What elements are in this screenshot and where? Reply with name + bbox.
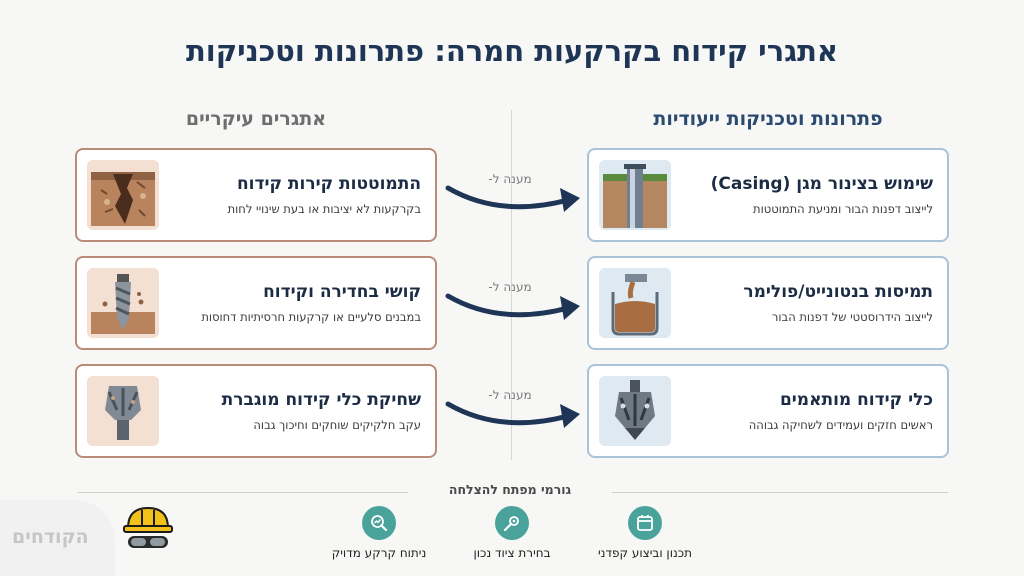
drill-bit-icon	[87, 268, 159, 338]
calendar-icon	[628, 506, 662, 540]
arrow-label: מענה ל-	[488, 172, 532, 186]
challenge-title: שחיקת כלי קידוח מוגברת	[221, 390, 421, 410]
solutions-heading: פתרונות וטכניקות ייעודיות	[653, 108, 883, 130]
solution-title: תמיסות בנטונייט/פולימר	[743, 282, 933, 302]
success-factor: תכנון וביצוע קפדני	[565, 506, 725, 560]
solution-subtitle: לייצוב דפנות הבור ומניעת התמוטטות	[753, 202, 933, 216]
factor-label: בחירת ציוד נכון	[473, 546, 551, 560]
solution-subtitle: לייצוב הידרוסטטי של דפנות הבור	[771, 310, 933, 324]
magnifier-chart-icon	[362, 506, 396, 540]
challenge-subtitle: במבנים סלעיים או קרקעות חרסיתיות דחוסות	[201, 310, 421, 324]
collapsing-borehole-icon	[87, 160, 159, 230]
solution-subtitle: ראשים חזקים ועמידים לשחיקה גבוהה	[748, 418, 933, 432]
solution-card: שימוש בצינור מגן (Casing) לייצוב דפנות ה…	[587, 148, 949, 242]
brand-background	[0, 500, 115, 576]
challenge-card: קושי בחדירה וקידוח במבנים סלעיים או קרקע…	[75, 256, 437, 350]
solution-title: שימוש בצינור מגן (Casing)	[710, 174, 933, 194]
challenge-card: שחיקת כלי קידוח מוגברת עקב חלקיקים שוחקי…	[75, 364, 437, 458]
slurry-pour-icon	[599, 268, 671, 338]
success-factor: בחירת ציוד נכון	[432, 506, 592, 560]
footer-title: גורמי מפתח להצלחה	[448, 482, 572, 497]
factor-label: תכנון וביצוע קפדני	[597, 546, 693, 560]
worn-tool-icon	[87, 376, 159, 446]
arrow-label: מענה ל-	[488, 280, 532, 294]
footer-divider	[78, 492, 408, 493]
factor-label: ניתוח קרקע מדויק	[331, 546, 427, 560]
arrow-connector: מענה ל-	[440, 386, 585, 446]
page-title: אתגרי קידוח בקרקעות חמרה: פתרונות וטכניק…	[185, 34, 839, 68]
solution-title: כלי קידוח מותאמים	[779, 390, 933, 410]
challenge-title: התמוטטות קירות קידוח	[236, 174, 421, 194]
casing-pipe-icon	[599, 160, 671, 230]
helmet-goggles-icon	[120, 500, 176, 560]
challenge-title: קושי בחדירה וקידוח	[263, 282, 421, 302]
challenges-heading: אתגרים עיקריים	[185, 108, 327, 130]
footer-divider	[612, 492, 948, 493]
success-factor: ניתוח קרקע מדויק	[299, 506, 459, 560]
solution-card: כלי קידוח מותאמים ראשים חזקים ועמידים לש…	[587, 364, 949, 458]
column-divider	[511, 110, 512, 460]
challenge-card: התמוטטות קירות קידוח בקרקעות לא יציבות א…	[75, 148, 437, 242]
challenge-subtitle: בקרקעות לא יציבות או בעת שינויי לחות	[227, 202, 421, 216]
reinforced-drill-head-icon	[599, 376, 671, 446]
brand-name: הקודחים	[12, 526, 89, 548]
arrow-connector: מענה ל-	[440, 278, 585, 338]
arrow-label: מענה ל-	[488, 388, 532, 402]
gear-wrench-icon	[495, 506, 529, 540]
challenge-subtitle: עקב חלקיקים שוחקים וחיכוך גבוה	[253, 418, 421, 432]
solution-card: תמיסות בנטונייט/פולימר לייצוב הידרוסטטי …	[587, 256, 949, 350]
arrow-connector: מענה ל-	[440, 170, 585, 230]
